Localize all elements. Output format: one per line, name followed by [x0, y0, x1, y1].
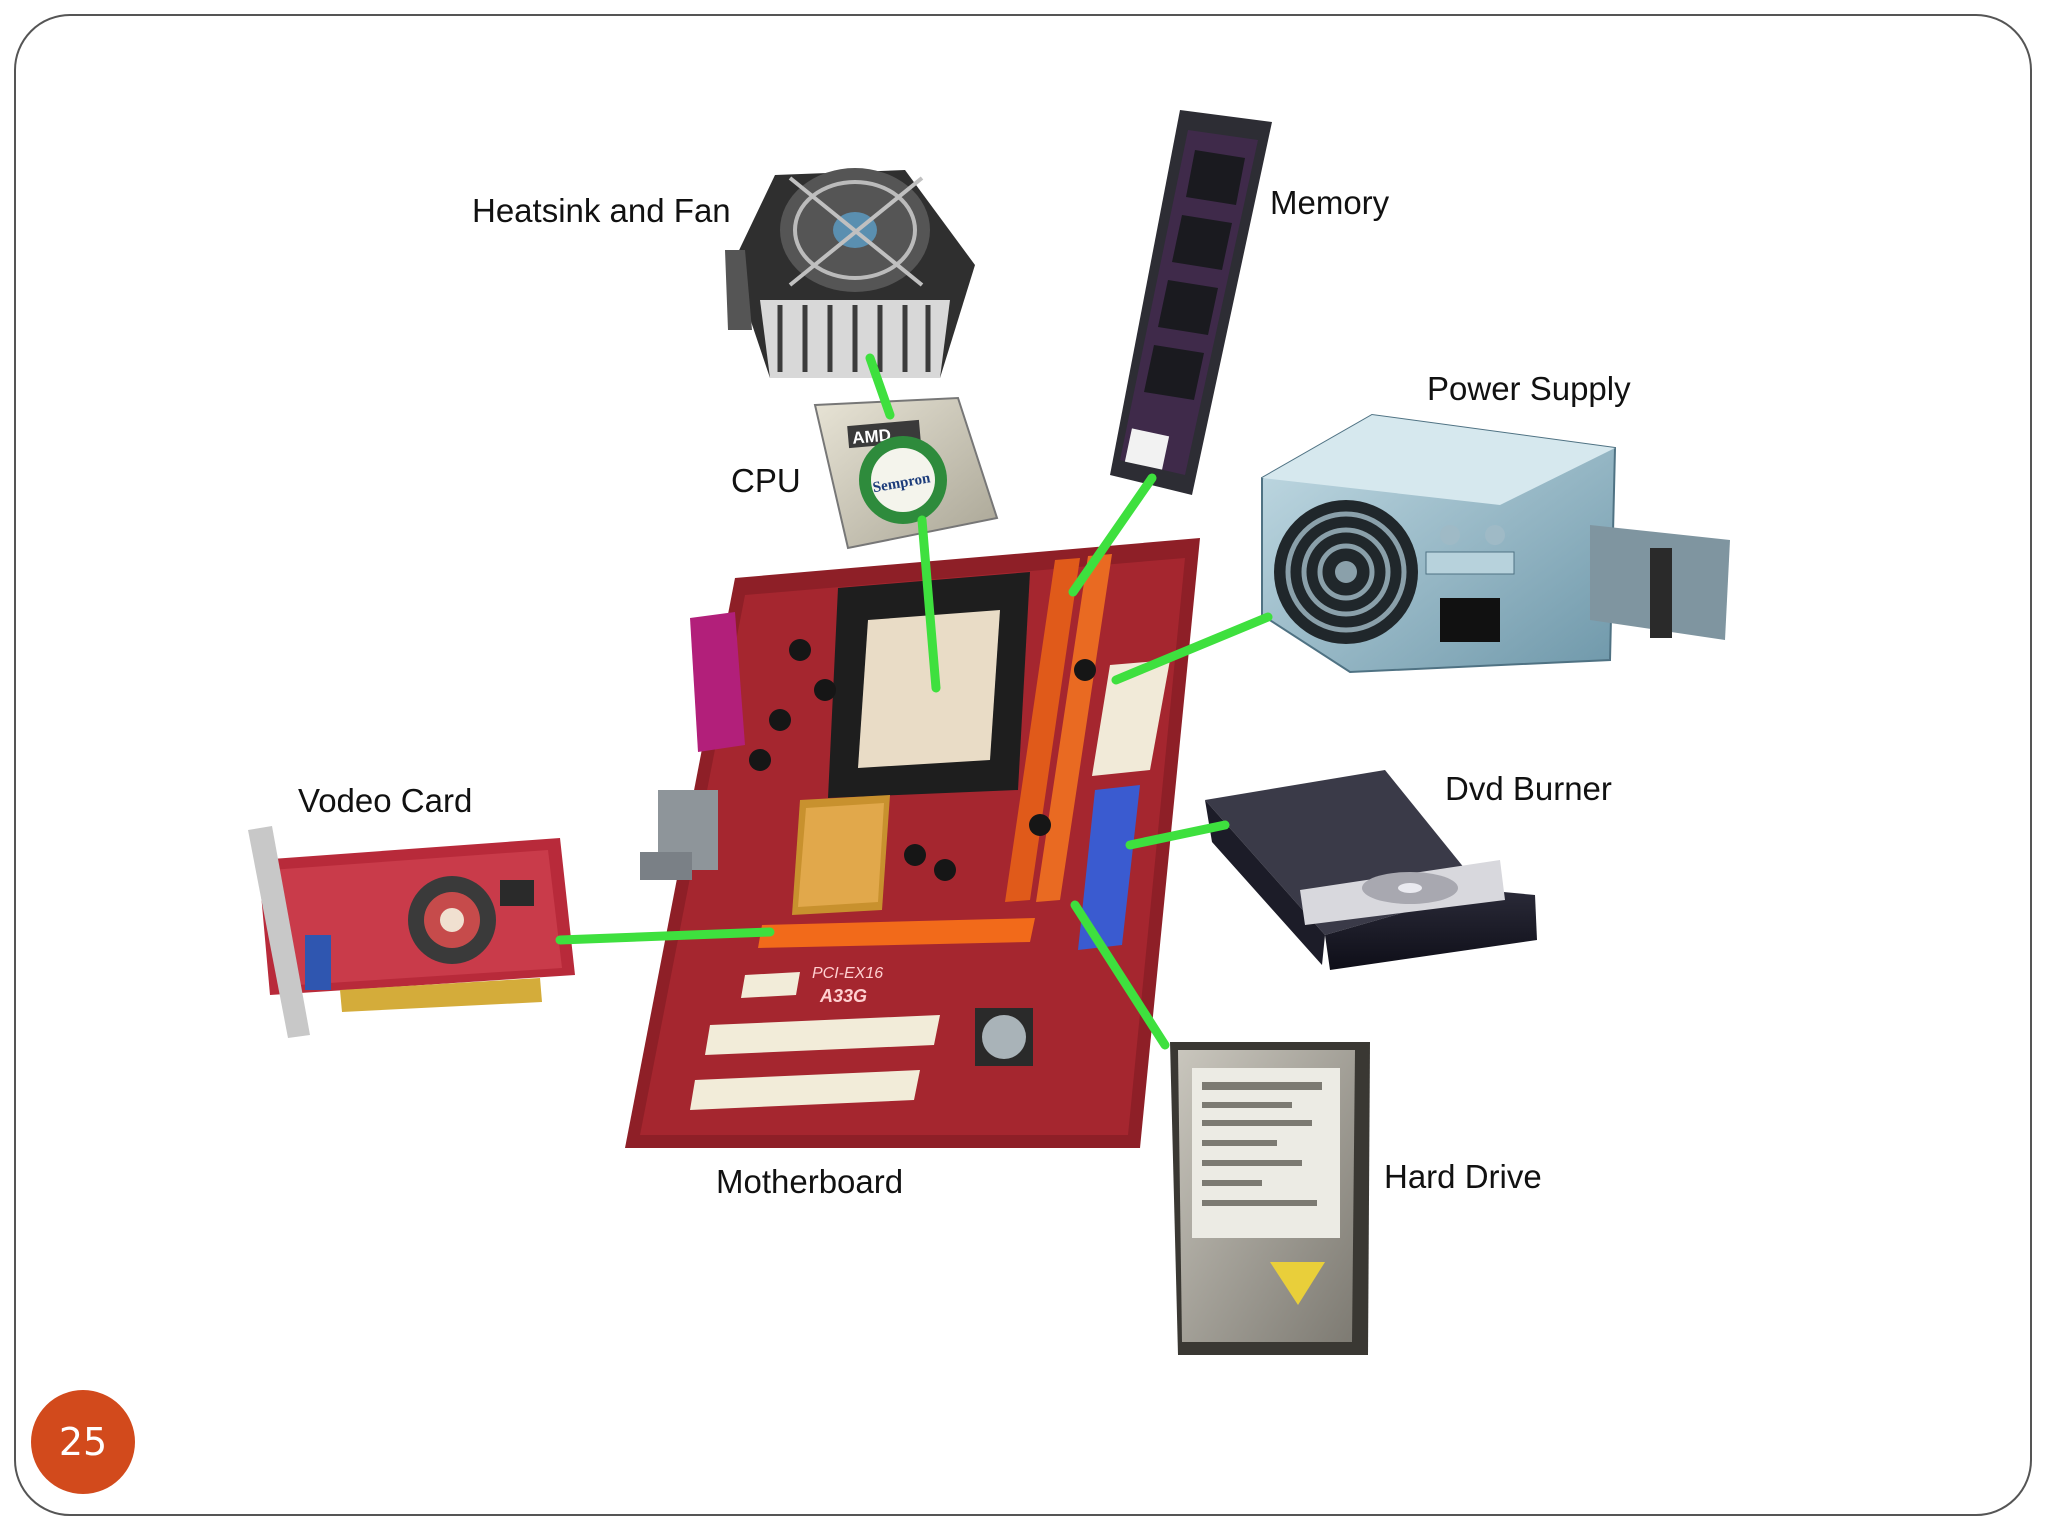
- pci-slot-marking: PCI-EX16: [812, 965, 883, 982]
- dvd-burner-image: [1205, 770, 1537, 970]
- hard-drive-image: [1170, 1042, 1370, 1355]
- connector-cpu-socket: [917, 515, 941, 693]
- label-memory: Memory: [1270, 184, 1390, 221]
- connector-hard-drive: [1070, 900, 1170, 1050]
- connector-power-supply: [1111, 612, 1273, 685]
- label-cpu: CPU: [731, 462, 801, 499]
- video-card-image: [248, 826, 575, 1038]
- heatsink-fan-image: [725, 168, 975, 378]
- model-marking: A33G: [819, 986, 867, 1006]
- connector-video-card: [555, 927, 775, 945]
- motherboard-image: PCI-EX16 A33G: [625, 538, 1200, 1148]
- label-heatsink: Heatsink and Fan: [472, 192, 731, 229]
- page-number-badge: 25: [31, 1390, 135, 1494]
- connector-memory-slot: [1068, 473, 1157, 597]
- memory-module-image: [1110, 110, 1272, 495]
- label-dvd-burner: Dvd Burner: [1445, 770, 1612, 807]
- connector-dvd-burner: [1125, 820, 1230, 850]
- connector-heatsink-cpu: [865, 353, 895, 420]
- label-power-supply: Power Supply: [1427, 370, 1631, 407]
- cpu-image: AMD Sempron: [813, 396, 999, 550]
- label-hard-drive: Hard Drive: [1384, 1158, 1542, 1195]
- label-motherboard: Motherboard: [716, 1163, 904, 1200]
- connector-lines: [555, 353, 1273, 1050]
- power-supply-image: [1261, 413, 1730, 674]
- label-video-card: Vodeo Card: [298, 782, 473, 819]
